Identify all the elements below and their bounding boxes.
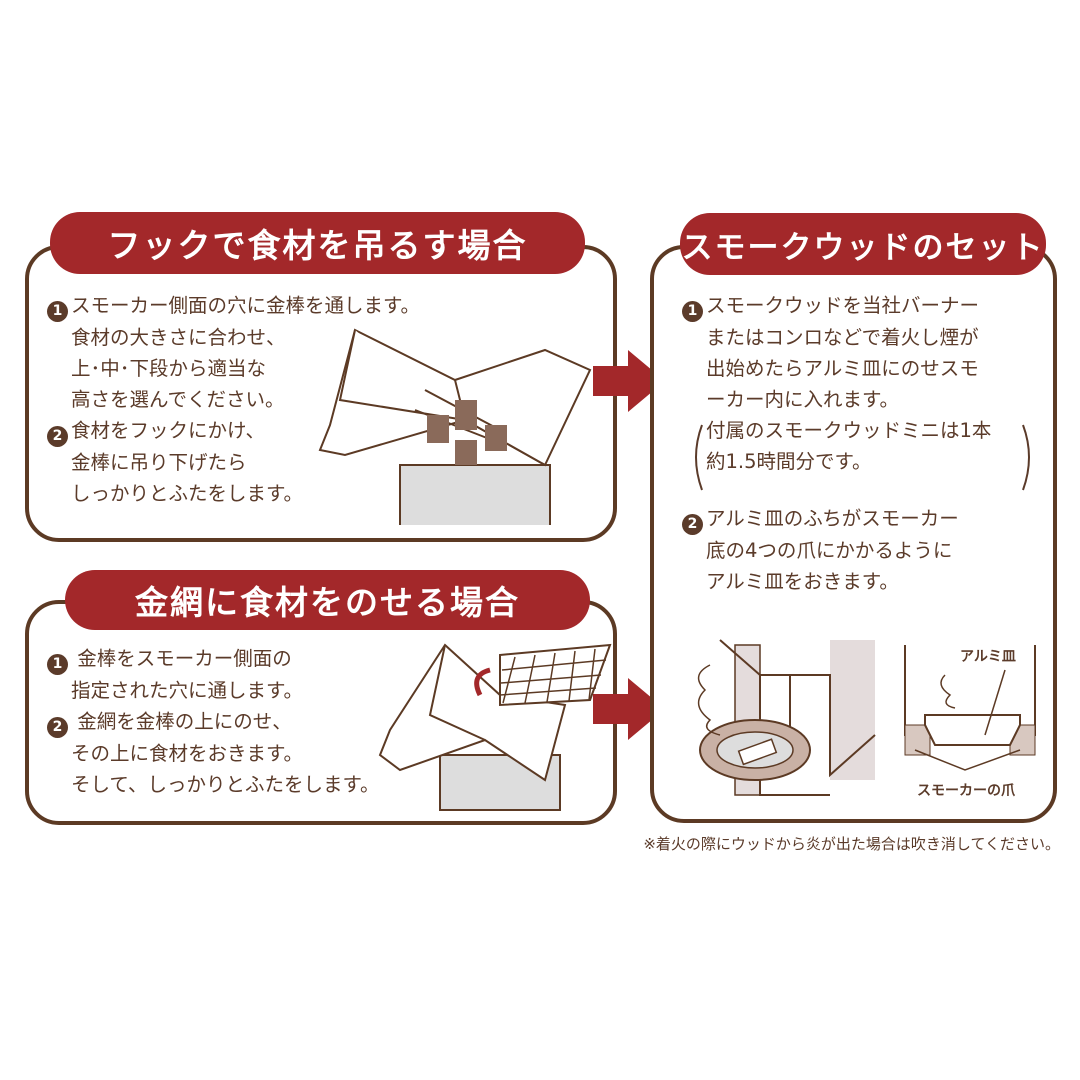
step-text: そして、しっかりとふたをします。 [71, 773, 380, 796]
step-text: 底の4つの爪にかかるように [706, 539, 953, 562]
arrow-right-icon [593, 350, 665, 412]
step-text: アルミ皿をおきます。 [706, 570, 899, 593]
step-text: 出始めたらアルミ皿にのせスモ [706, 357, 979, 380]
aside-parentheses [695, 424, 1030, 491]
smoker-net-illustration [378, 643, 612, 811]
step-text: その上に食材をおきます。 [71, 742, 304, 765]
step-text: ーカー内に入れます。 [706, 388, 900, 411]
step-text: 金棒をスモーカー側面の [77, 647, 292, 670]
step-text: しっかりとふたをします。 [71, 482, 304, 505]
step-number: 1 [47, 301, 68, 322]
dish-label: アルミ皿 [960, 649, 1016, 665]
step-number: 2 [47, 426, 68, 447]
step-text: 上･中･下段から適当な [71, 357, 267, 380]
aside-text: 約1.5時間分です。 [706, 450, 872, 473]
wood-section-title: スモークウッドのセット [680, 213, 1046, 275]
step-text: スモークウッドを当社バーナー [706, 294, 980, 317]
footnote: ※着火の際にウッドから炎が出た場合は吹き消してください。 [643, 835, 1060, 853]
step-text: 金棒に吊り下げたら [71, 451, 247, 474]
net-section-steps: 1 金棒をスモーカー側面の 指定された穴に通します。 2 金網を金棒の上にのせ、… [47, 643, 380, 800]
step-1: 1 金棒をスモーカー側面の [47, 643, 380, 675]
step-2: 2 金網を金棒の上にのせ、 [47, 706, 380, 738]
step-text: 金網を金棒の上にのせ、 [77, 710, 292, 733]
step-text: アルミ皿のふちがスモーカー [706, 507, 959, 530]
hook-section-title: フックで食材を吊るす場合 [50, 212, 585, 274]
step-text: またはコンロなどで着火し煙が [706, 326, 979, 349]
claw-label: スモーカーの爪 [917, 783, 1015, 799]
arrow-right-icon [593, 678, 665, 740]
step-text: スモーカー側面の穴に金棒を通します。 [71, 294, 421, 317]
smoker-dish-illustration [697, 639, 876, 796]
aside-text: 付属のスモークウッドミニは1本 [706, 419, 992, 442]
step-number: 2 [682, 514, 703, 535]
step-text: 指定された穴に通します。 [71, 679, 304, 702]
step-text: 食材の大きさに合わせ、 [71, 326, 286, 349]
smoker-hook-illustration [318, 328, 592, 525]
step-number: 1 [682, 301, 703, 322]
step-number: 1 [47, 654, 68, 675]
step-number: 2 [47, 717, 68, 738]
step-text: 高さを選んでください。 [71, 388, 285, 411]
claw-cross-section-diagram [904, 645, 1036, 771]
net-section-title: 金網に食材をのせる場合 [65, 570, 590, 630]
step-text: 食材をフックにかけ、 [71, 419, 266, 442]
